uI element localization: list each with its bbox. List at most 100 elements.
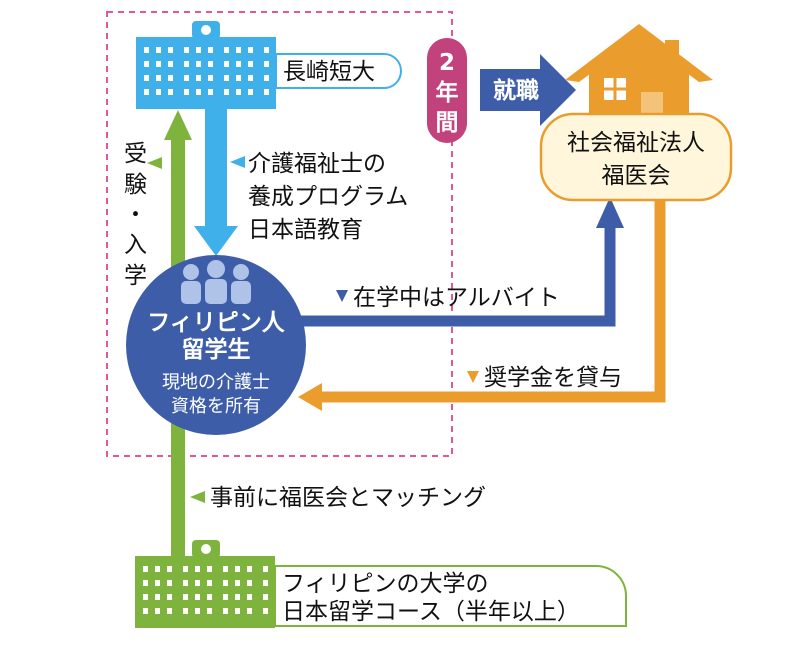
corporation-label-1: 社会福祉法人	[567, 130, 705, 156]
building-window	[207, 608, 212, 614]
people-group-icon	[181, 260, 251, 304]
entrance-bullet-icon	[147, 157, 162, 169]
building-window	[144, 47, 149, 53]
building-window	[208, 47, 213, 53]
building-window	[247, 580, 252, 586]
period-pill	[427, 38, 467, 143]
building-window	[207, 580, 212, 586]
entrance-char-1: 受	[124, 141, 147, 167]
school-building-icon	[135, 540, 275, 628]
building-window	[144, 75, 149, 81]
building-window	[224, 75, 229, 81]
scholarship-label: 奨学金を貸与	[484, 365, 622, 391]
building-window	[195, 594, 200, 600]
building-window	[196, 89, 201, 95]
building-window	[247, 594, 252, 600]
building-window	[223, 594, 228, 600]
building-window	[155, 594, 160, 600]
building-window	[195, 566, 200, 572]
building-window	[184, 61, 189, 67]
building-window	[263, 580, 268, 586]
college-label-bubble	[275, 53, 402, 89]
building-window	[247, 566, 252, 572]
building-window	[168, 89, 173, 95]
entrance-label: 受 験 ・ 入 学	[124, 141, 147, 289]
program-label-1: 介護福祉士の	[248, 151, 386, 177]
building-window	[236, 75, 241, 81]
scholarship-bullet-icon	[467, 371, 479, 383]
building-window	[183, 566, 188, 572]
building-window	[183, 594, 188, 600]
building-window	[208, 89, 213, 95]
building-window	[144, 61, 149, 67]
building-window	[223, 566, 228, 572]
scholarship-arrow	[298, 194, 666, 411]
building-window	[248, 61, 253, 67]
building-window	[248, 75, 253, 81]
period-char-3: 間	[436, 110, 459, 136]
building-window	[248, 47, 253, 53]
period-char-2: 年	[436, 79, 459, 106]
building-window	[235, 566, 240, 572]
building-window	[156, 47, 161, 53]
building-window	[156, 75, 161, 81]
employment-arrow	[480, 54, 576, 126]
university-label-2: 日本留学コース（半年以上）	[282, 599, 580, 625]
building-window	[264, 75, 269, 81]
school-building-icon	[136, 21, 276, 109]
building-window	[248, 89, 253, 95]
matching-bullet-icon	[190, 491, 205, 503]
building-window	[235, 608, 240, 614]
student-circle	[126, 255, 306, 435]
building-window	[264, 61, 269, 67]
building-window	[236, 47, 241, 53]
student-desc-2: 資格を所有	[171, 396, 261, 417]
program-arrow	[194, 109, 238, 256]
building-window	[167, 594, 172, 600]
entrance-char-5: 学	[124, 263, 147, 289]
corporation-label-2: 福医会	[602, 163, 671, 189]
building-window	[144, 89, 149, 95]
building-window	[223, 580, 228, 586]
building-window	[155, 608, 160, 614]
building-window	[167, 608, 172, 614]
building-window	[236, 89, 241, 95]
building-window	[207, 594, 212, 600]
student-desc-1: 現地の介護士	[162, 372, 270, 393]
building-window	[208, 75, 213, 81]
building-window	[167, 580, 172, 586]
entrance-char-4: 入	[124, 232, 147, 258]
building-window	[183, 608, 188, 614]
building-window	[155, 580, 160, 586]
building-window	[263, 566, 268, 572]
building-window	[224, 47, 229, 53]
building-window	[183, 580, 188, 586]
entrance-char-2: 験	[124, 172, 147, 198]
period-char-1: 2	[439, 50, 455, 76]
building-window	[264, 47, 269, 53]
building-window	[235, 594, 240, 600]
building-window	[143, 594, 148, 600]
building-window	[224, 61, 229, 67]
building-window	[208, 61, 213, 67]
building-window	[207, 566, 212, 572]
building-window	[196, 61, 201, 67]
building-window	[196, 47, 201, 53]
building-window	[167, 566, 172, 572]
building-window	[168, 47, 173, 53]
building-window	[263, 608, 268, 614]
building-window	[143, 608, 148, 614]
building-window	[184, 89, 189, 95]
parttime-arrow	[290, 197, 624, 327]
program-label-3: 日本語教育	[248, 217, 363, 243]
building-window	[236, 61, 241, 67]
building-window	[143, 580, 148, 586]
building-window	[235, 580, 240, 586]
building-window	[168, 75, 173, 81]
matching-label: 事前に福医会とマッチング	[210, 485, 486, 511]
building-window	[195, 580, 200, 586]
student-title-2: 留学生	[182, 336, 251, 363]
building-window	[223, 608, 228, 614]
building-window	[263, 594, 268, 600]
